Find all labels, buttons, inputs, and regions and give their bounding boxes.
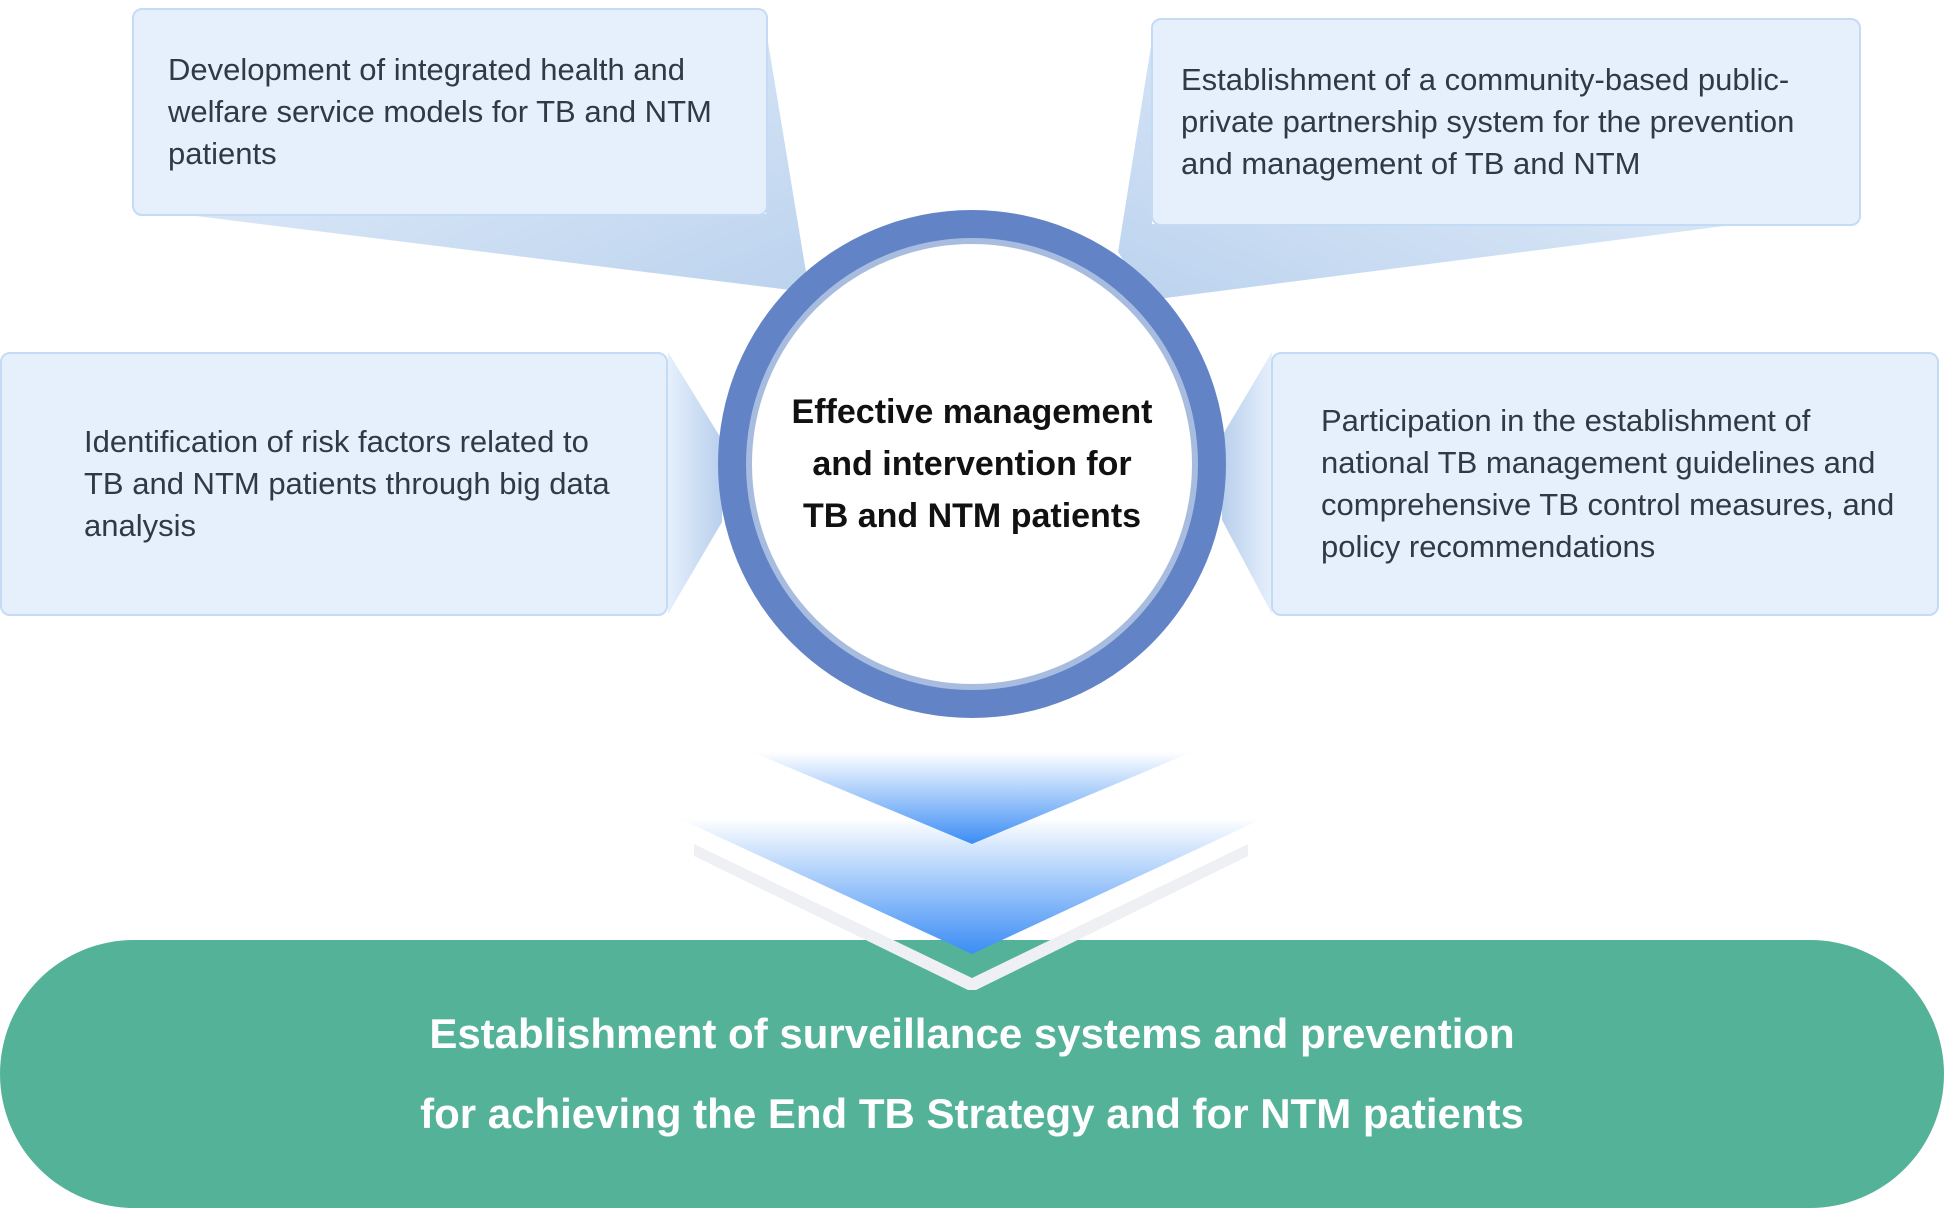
center-line-2: and intervention for (812, 445, 1132, 483)
box-big-data-risk-factors: Identification of risk factors related t… (0, 352, 668, 616)
beam-middle-left (668, 352, 722, 614)
beam-top-right (1118, 40, 1740, 300)
box-top-left-text: Development of integrated health and wel… (168, 52, 712, 171)
beam-middle-right (1222, 352, 1272, 614)
result-line-1: Establishment of surveillance systems an… (429, 1010, 1515, 1057)
down-arrow-icon (678, 752, 1264, 990)
center-line-1: Effective management (791, 393, 1153, 431)
box-public-private-partnership: Establishment of a community-based publi… (1151, 18, 1861, 226)
box-top-right-text: Establishment of a community-based publi… (1181, 62, 1795, 181)
beam-top-left (180, 30, 806, 290)
box-middle-right-text: Participation in the establishment of na… (1321, 403, 1895, 564)
center-line-3: TB and NTM patients (802, 497, 1142, 535)
box-middle-left-text: Identification of risk factors related t… (84, 424, 610, 543)
box-policy-recommendations: Participation in the establishment of na… (1271, 352, 1939, 616)
center-label: Effective management and intervention fo… (772, 386, 1172, 542)
result-banner: Establishment of surveillance systems an… (0, 940, 1944, 1208)
center-ring: Effective management and intervention fo… (718, 210, 1226, 718)
box-integrated-health-welfare: Development of integrated health and wel… (132, 8, 768, 216)
result-line-2: for achieving the End TB Strategy and fo… (420, 1090, 1524, 1137)
center-circle: Effective management and intervention fo… (746, 238, 1198, 690)
